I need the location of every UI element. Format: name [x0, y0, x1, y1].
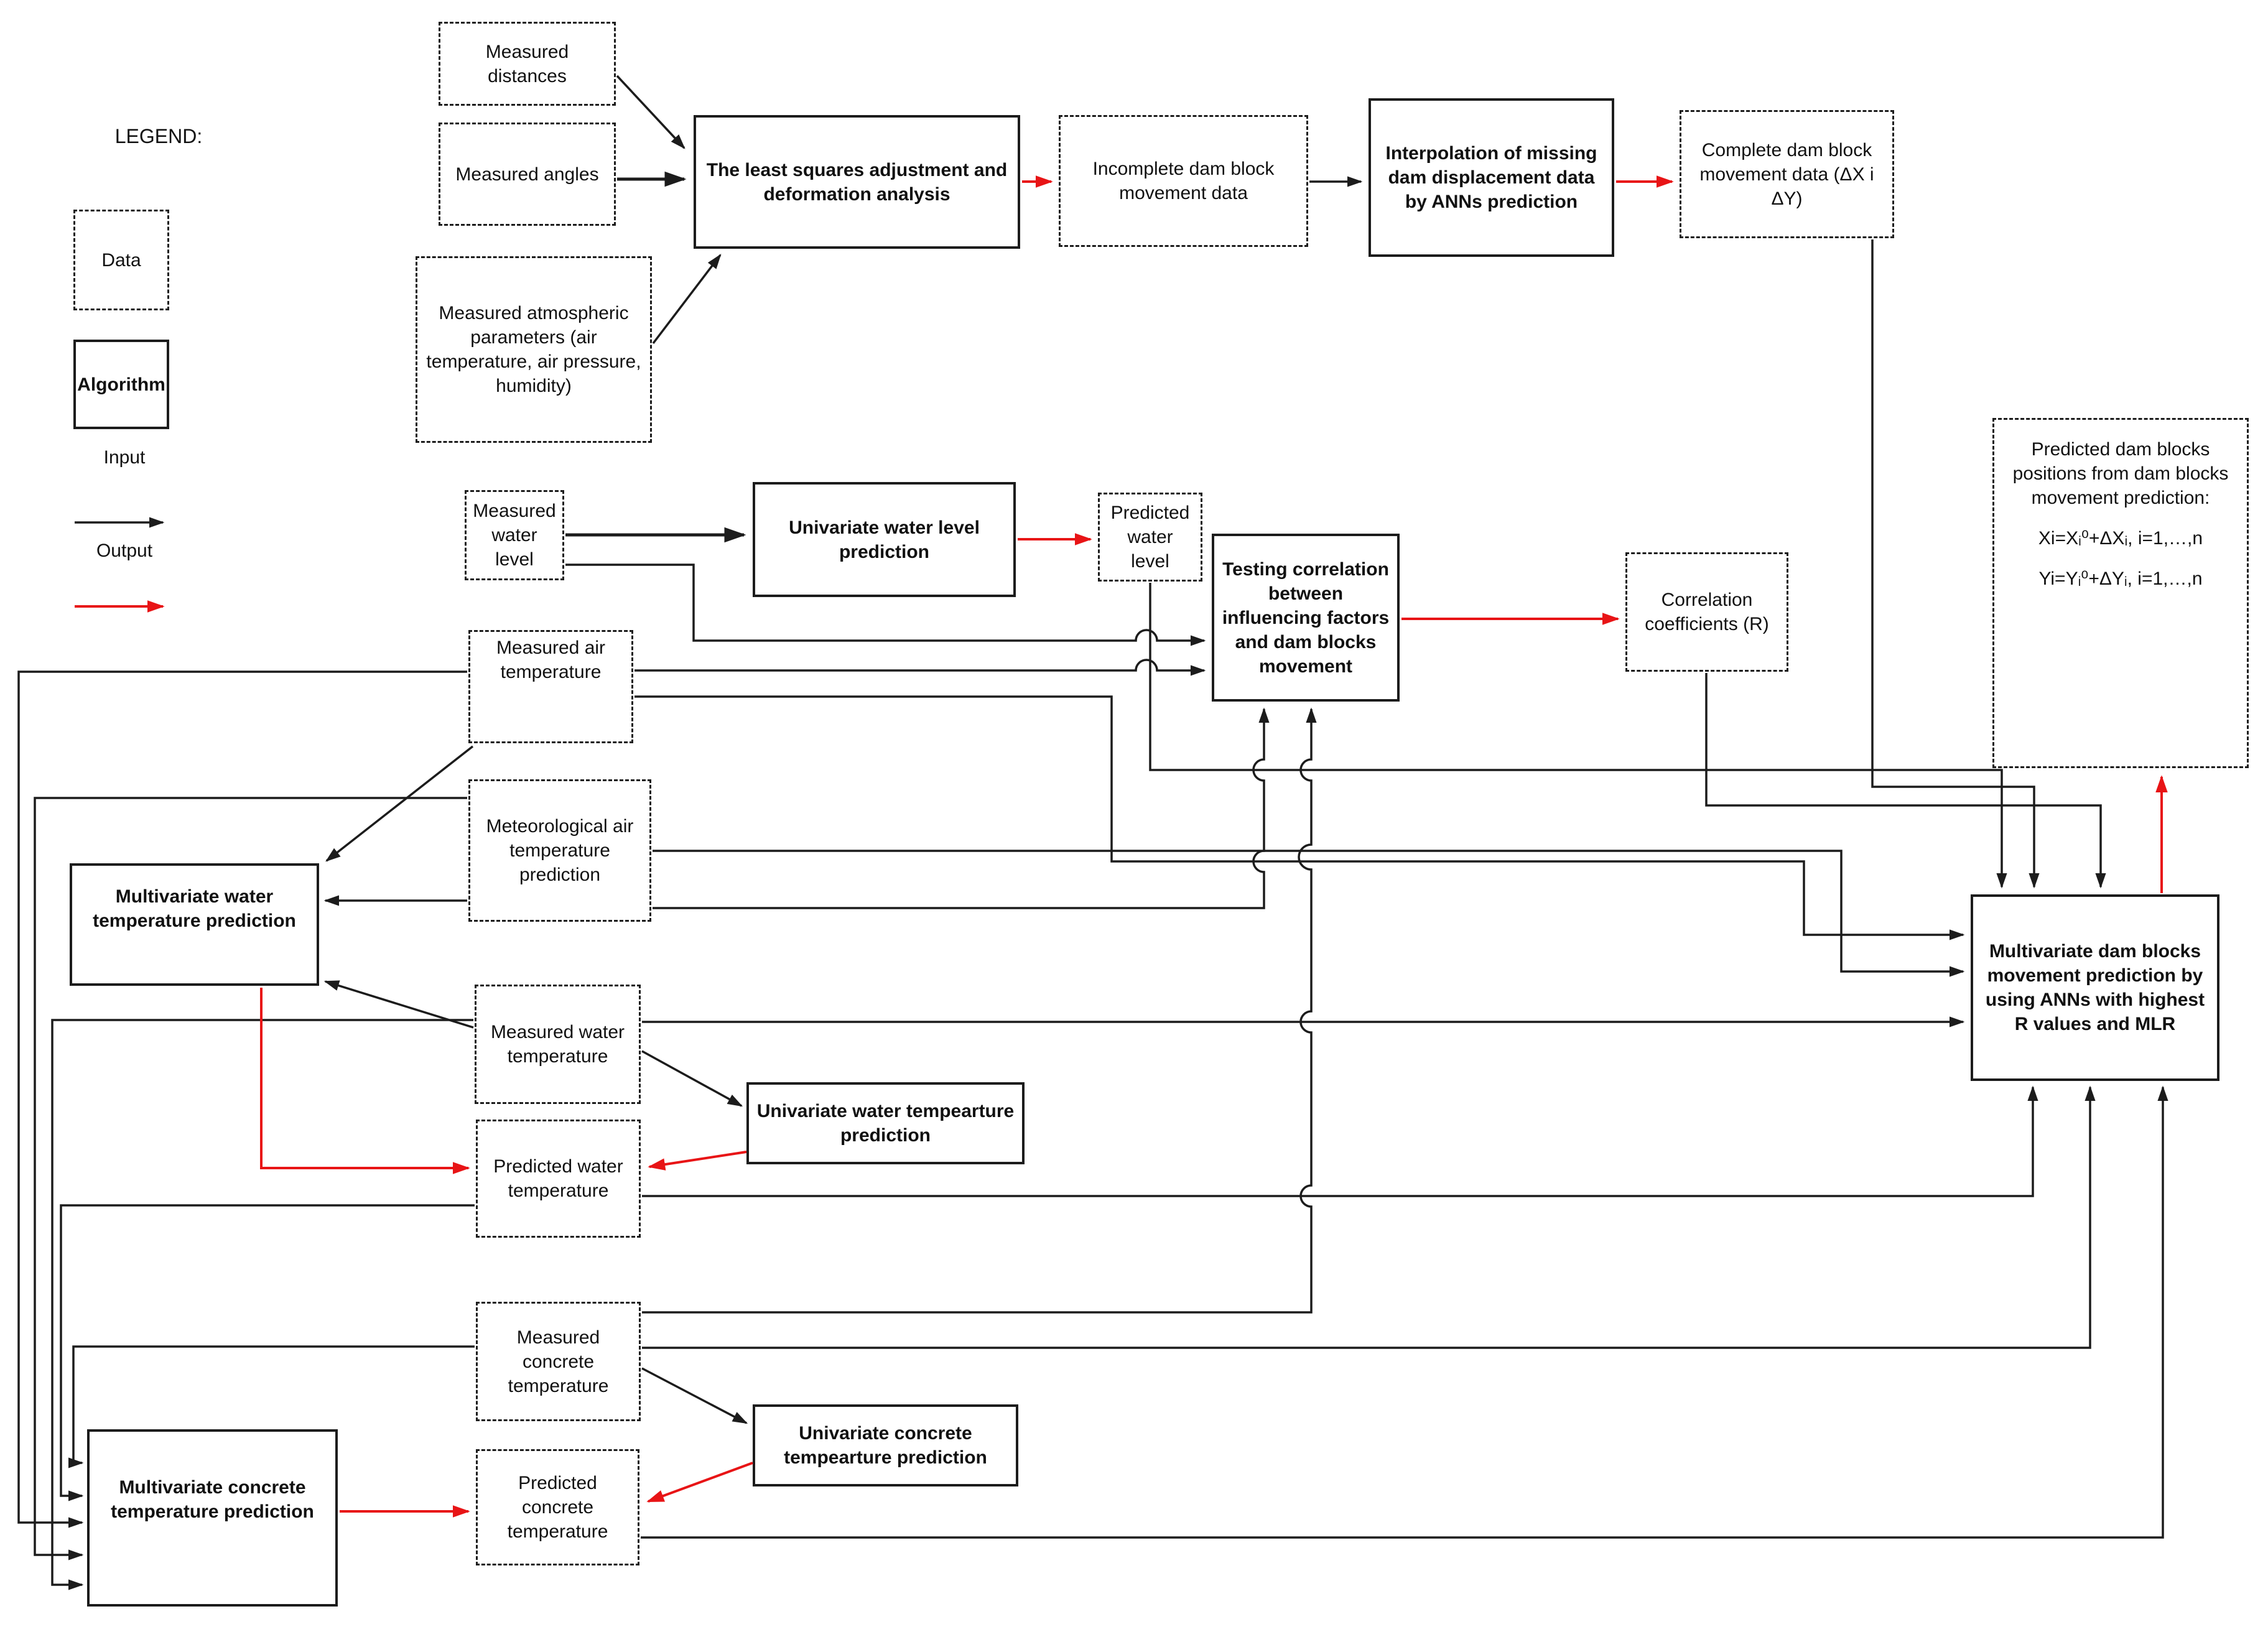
node-measured-water-temp: Measured water temperature	[475, 985, 641, 1104]
node-multivariate-water-temp: Multivariate water temperature predictio…	[70, 863, 319, 986]
edge-airtemp-loop-to-mconcp	[17, 670, 467, 1528]
node-predicted-water-level: Predicted water level	[1098, 493, 1202, 582]
legend-data-box: Data	[73, 210, 169, 310]
node-interpolation: Interpolation of missing dam displacemen…	[1369, 98, 1614, 257]
legend-input-label: Input	[103, 447, 146, 468]
node-measured-concrete-temp: Measured concrete temperature	[476, 1302, 641, 1421]
edge-mwtemp-to-mwtp	[323, 980, 474, 1029]
edge-meteo-to-dam-left	[653, 850, 1965, 977]
node-meteorological-air-temp: Meteorological air temperature predictio…	[468, 779, 651, 922]
node-predicted-concrete-temp: Predicted concrete temperature	[476, 1449, 639, 1565]
edge-mwtemp-to-uniwt	[641, 1050, 743, 1107]
node-testing-correlation: Testing correlation between influencing …	[1212, 534, 1400, 702]
edge-meteo-to-testing-bottom	[653, 707, 1270, 909]
predicted-positions-formula-y: Yi=Yᵢ⁰+ΔYᵢ, i=1,…,n	[2038, 568, 2203, 589]
node-predicted-water-temp: Predicted water temperature	[476, 1120, 641, 1238]
node-predicted-positions: Predicted dam blocks positions from dam …	[1992, 418, 2249, 768]
node-measured-water-level: Measured water level	[465, 490, 564, 580]
edge-airtemp-to-testing	[634, 659, 1206, 676]
predicted-positions-formula-x: Xi=Xᵢ⁰+ΔXᵢ, i=1,…,n	[2038, 528, 2203, 549]
node-correlation-coefficients: Correlation coefficients (R)	[1625, 552, 1788, 672]
node-measured-atmospheric: Measured atmospheric parameters (air tem…	[416, 256, 652, 443]
predicted-positions-text: Predicted dam blocks positions from dam …	[2012, 439, 2229, 508]
node-univariate-concrete-temp: Univariate concrete tempearture predicti…	[753, 1404, 1018, 1486]
edge-atmos-to-lsq	[652, 254, 722, 345]
node-measured-distances: Measured distances	[439, 22, 616, 106]
node-multivariate-concrete-temp: Multivariate concrete temperature predic…	[87, 1429, 338, 1607]
node-least-squares: The least squares adjustment and deforma…	[694, 115, 1020, 249]
legend-output-label: Output	[96, 540, 153, 561]
edge-airtemp-to-dam-left	[634, 695, 1965, 940]
node-univariate-water-temp: Univariate water tempearture prediction	[746, 1082, 1025, 1164]
node-incomplete-data: Incomplete dam block movement data	[1059, 115, 1308, 247]
node-measured-angles: Measured angles	[439, 123, 616, 226]
edge-airtemp-to-mwtp	[325, 745, 474, 862]
node-multivariate-dam: Multivariate dam blocks movement predict…	[1971, 894, 2219, 1081]
legend-algorithm-box: Algorithm	[73, 340, 169, 429]
edge-concrete-to-testing-bottom	[642, 707, 1317, 1314]
node-complete-data: Complete dam block movement data (ΔX i Δ…	[1680, 110, 1894, 238]
edge-distances-to-lsq	[616, 75, 686, 149]
legend-title: LEGEND:	[114, 125, 203, 148]
edge-mwtp-to-predwt	[260, 988, 470, 1174]
edge-uniconc-to-predconc	[646, 1462, 753, 1503]
edge-mconc-to-uniconc	[641, 1367, 748, 1424]
edge-uniwt-to-predwt	[648, 1151, 747, 1171]
node-univariate-water-level: Univariate water level prediction	[753, 482, 1016, 597]
node-measured-air-temp: Measured air temperature	[468, 630, 633, 743]
